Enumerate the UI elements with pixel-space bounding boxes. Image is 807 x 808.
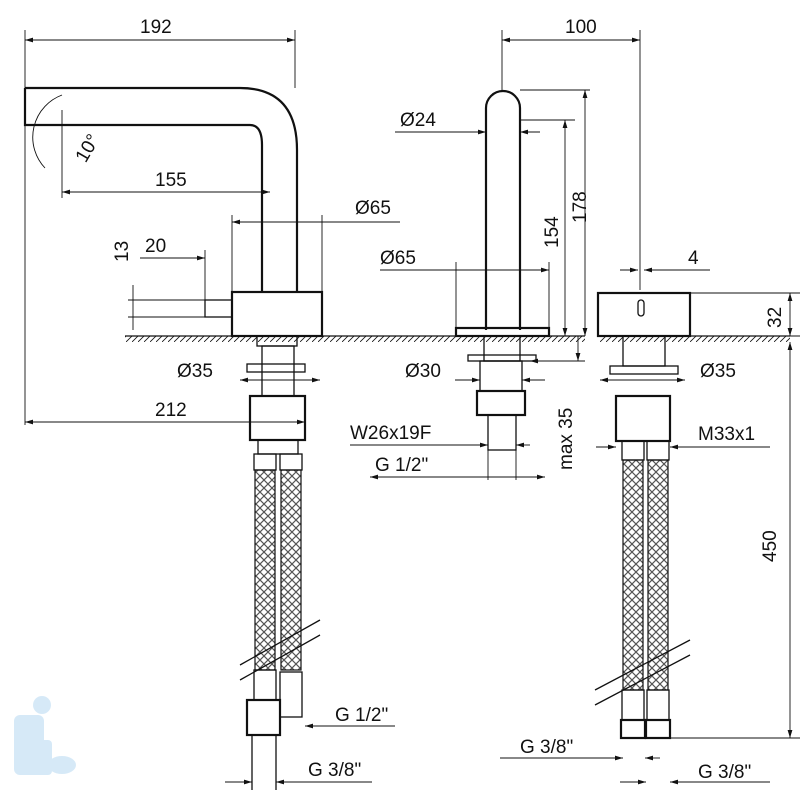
- dim-20: 20: [145, 236, 166, 257]
- dim-hose-right-a: G 3/8": [520, 737, 573, 758]
- dim-4: 4: [688, 248, 699, 269]
- dim-32: 32: [765, 307, 786, 328]
- dim-nut: W26x19F: [350, 423, 431, 444]
- dim-450: 450: [760, 530, 781, 562]
- dim-shank-left: Ø35: [177, 361, 213, 382]
- dim-154: 154: [542, 216, 563, 248]
- control-body: [594, 291, 692, 740]
- dim-hose-right-b: G 3/8": [698, 762, 751, 783]
- dim-hose-left-inner: G 1/2": [335, 705, 388, 726]
- spout-faucet: [23, 86, 324, 790]
- dim-shank-right: Ø35: [700, 361, 736, 382]
- dim-192: 192: [140, 17, 172, 38]
- dim-max35: max 35: [556, 408, 577, 470]
- dim-base-center: Ø65: [380, 248, 416, 269]
- dim-shank-center: Ø30: [405, 361, 441, 382]
- dim-hose-left-outer: G 3/8": [308, 760, 361, 781]
- dim-base-left: Ø65: [355, 198, 391, 219]
- sensor-tube: [454, 89, 551, 451]
- dim-155: 155: [155, 170, 187, 191]
- dim-13: 13: [112, 241, 133, 262]
- dimension-lines: [24, 30, 800, 785]
- watermark-plumber-logo: [14, 696, 76, 775]
- dim-thread-center: G 1/2": [375, 455, 428, 476]
- dim-tube-dia: Ø24: [400, 110, 436, 131]
- dim-thread-right: M33x1: [698, 424, 755, 445]
- dim-100: 100: [565, 17, 597, 38]
- dim-212: 212: [155, 400, 187, 421]
- dim-10deg: 10°: [72, 131, 105, 166]
- dim-178: 178: [570, 191, 591, 223]
